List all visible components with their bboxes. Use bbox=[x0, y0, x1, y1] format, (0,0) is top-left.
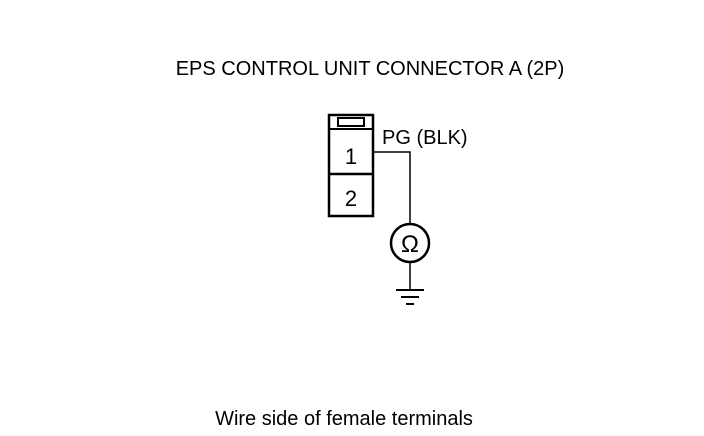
pin-1-label: 1 bbox=[345, 144, 357, 169]
pin-2-label: 2 bbox=[345, 186, 357, 211]
connector-body bbox=[327, 113, 375, 218]
diagram-caption: Wire side of female terminals bbox=[215, 408, 473, 430]
wire-to-meter bbox=[373, 151, 411, 224]
diagram-title: EPS CONTROL UNIT CONNECTOR A (2P) bbox=[176, 58, 565, 80]
ground-icon bbox=[396, 289, 424, 305]
connector-lock-tab bbox=[337, 117, 365, 127]
connector-housing: 1 2 bbox=[327, 113, 375, 218]
ohmmeter-icon: Ω bbox=[389, 222, 431, 264]
wire-label: PG (BLK) bbox=[382, 127, 468, 149]
ohm-symbol: Ω bbox=[401, 231, 419, 258]
